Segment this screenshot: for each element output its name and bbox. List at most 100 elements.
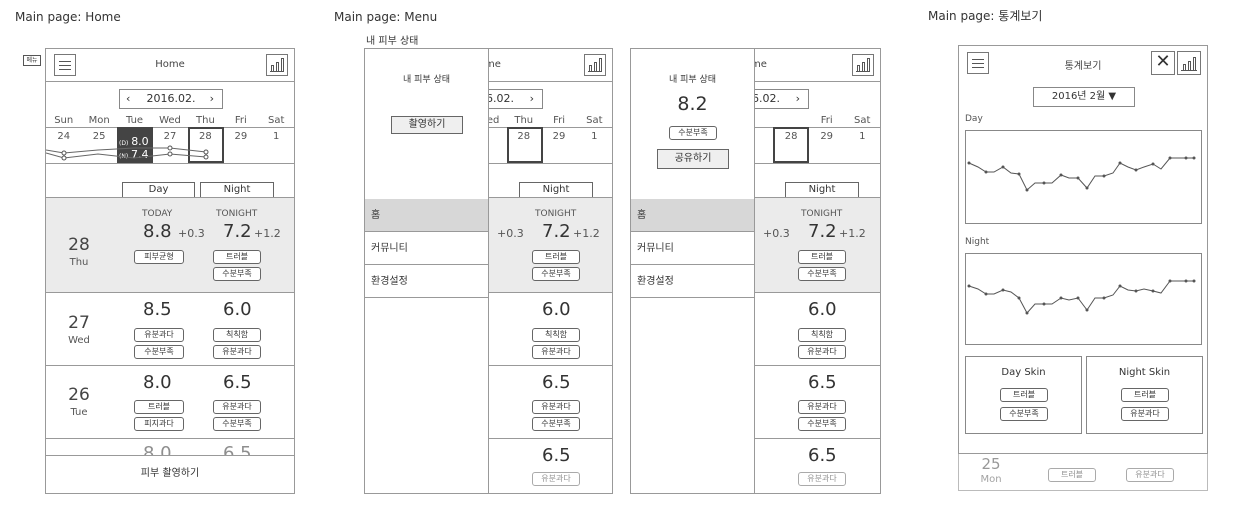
skin-tag[interactable]: 유분과다 — [1126, 468, 1174, 482]
skin-tag[interactable]: 트러블 — [1048, 468, 1096, 482]
drawer-item-community[interactable]: 커뮤니티 — [365, 232, 488, 265]
today-outline — [188, 127, 224, 163]
calendar-day[interactable]: 29 — [552, 131, 566, 142]
calendar-day[interactable]: 1 — [859, 131, 866, 142]
drawer-item-community[interactable]: 커뮤니티 — [631, 232, 754, 265]
skin-tag[interactable]: 트러블 — [1121, 388, 1169, 402]
hamburger-menu-icon[interactable] — [967, 52, 989, 74]
capture-button[interactable]: 촬영하기 — [391, 116, 463, 134]
skin-tag[interactable]: 유분과다 — [1121, 407, 1169, 421]
calendar-day[interactable]: 28 — [517, 131, 531, 142]
skin-tag[interactable]: 수분부족 — [798, 267, 846, 281]
night-toggle[interactable]: Night — [785, 182, 859, 198]
next-month-icon[interactable]: › — [529, 92, 534, 105]
skin-tag[interactable]: 트러블 — [532, 250, 580, 264]
day-toggle[interactable]: Day — [122, 182, 195, 198]
calendar-day[interactable]: 28 — [199, 131, 212, 142]
stats-screen: 통계보기 ✕ 2016년 2월 ▼ Day Night Day Skin 트러블… — [958, 45, 1208, 454]
row-weekday: Wed — [68, 335, 90, 346]
calendar-trend-lines — [46, 145, 209, 161]
skin-tag[interactable]: 트러블 — [1000, 388, 1048, 402]
skin-tag[interactable]: 수분부족 — [798, 417, 846, 431]
skin-tag[interactable]: 유분과다 — [798, 345, 846, 359]
weekday-wed: Wed — [159, 115, 181, 126]
weekday-fri: Fri — [234, 115, 247, 126]
skin-tag[interactable]: 칙칙함 — [213, 328, 261, 342]
calendar-day[interactable]: 1 — [273, 131, 280, 142]
bar-chart-icon[interactable] — [266, 54, 288, 76]
menu-caption: 내 피부 상태 — [366, 36, 419, 47]
skin-tag[interactable]: 유분과다 — [213, 400, 261, 414]
skin-tag[interactable]: 유분과다 — [213, 345, 261, 359]
skin-tag[interactable]: 유분과다 — [798, 472, 846, 486]
day-graph — [965, 130, 1202, 224]
calendar-day[interactable]: 25 — [92, 131, 106, 142]
drawer-title: 내 피부 상태 — [402, 75, 451, 85]
skin-tag[interactable]: 수분부족 — [213, 417, 261, 431]
page-title-peek: me — [751, 59, 767, 70]
calendar-day[interactable]: 29 — [820, 131, 834, 142]
month-dropdown[interactable]: 2016년 2월 ▼ — [1033, 87, 1135, 107]
share-button[interactable]: 공유하기 — [657, 149, 729, 169]
skin-tag[interactable]: 수분부족 — [213, 267, 261, 281]
calendar-day[interactable]: 27 — [163, 131, 177, 142]
skin-tag[interactable]: 수분부족 — [134, 345, 184, 359]
close-icon[interactable]: ✕ — [1151, 51, 1175, 75]
calendar-day[interactable]: 24 — [57, 131, 71, 142]
night-score: 6.0 — [808, 299, 837, 320]
skin-tag[interactable]: 칙칙함 — [798, 328, 846, 342]
drawer-title: 내 피부 상태 — [668, 75, 717, 85]
month-label: 2016.02. — [146, 92, 196, 105]
next-month-icon[interactable]: › — [209, 92, 214, 105]
capture-skin-button[interactable]: 피부 촬영하기 — [46, 455, 294, 493]
skin-tag[interactable]: 칙칙함 — [532, 328, 580, 342]
skin-tag[interactable]: 수분부족 — [669, 126, 717, 140]
weekday-tue: Tue — [126, 115, 144, 126]
today-outline — [773, 127, 809, 163]
calendar-day[interactable]: 28 — [784, 131, 798, 142]
weekday-sat: Sat — [268, 115, 285, 126]
hamburger-menu-icon[interactable] — [54, 54, 76, 76]
prev-month-icon[interactable]: ‹ — [126, 92, 131, 105]
night-graph-label: Night — [965, 237, 990, 247]
skin-tag[interactable]: 수분부족 — [532, 417, 580, 431]
next-month-icon[interactable]: › — [795, 92, 800, 105]
drawer-item-home[interactable]: 홈 — [365, 199, 488, 232]
skin-tag[interactable]: 유분과다 — [532, 345, 580, 359]
night-toggle[interactable]: Night — [519, 182, 593, 198]
night-score: 6.0 — [542, 299, 571, 320]
drawer-item-home[interactable]: 홈 — [631, 199, 754, 232]
skin-tag[interactable]: 수분부족 — [1000, 407, 1048, 421]
menu-screen-scored: me 6.02.› Fri Sat 28 29 1 Night TONIGHT … — [630, 48, 881, 494]
skin-tag[interactable]: 트러블 — [134, 400, 184, 414]
calendar-day[interactable]: 1 — [591, 131, 598, 142]
night-toggle[interactable]: Night — [200, 182, 274, 198]
skin-tag[interactable]: 유분과다 — [532, 472, 580, 486]
calendar-day[interactable]: 29 — [234, 131, 248, 142]
night-score: 6.5 — [223, 372, 252, 393]
bar-chart-icon[interactable] — [852, 54, 874, 76]
bar-chart-icon[interactable] — [584, 54, 606, 76]
bar-chart-icon[interactable] — [1177, 51, 1201, 75]
weekday-row: Sun Mon Tue Wed Thu Fri Sat — [46, 115, 294, 126]
tonight-label: TONIGHT — [535, 209, 577, 219]
drawer-item-settings[interactable]: 환경설정 — [365, 265, 488, 298]
skin-tag[interactable]: 유분과다 — [134, 328, 184, 342]
month-label: 6.02. — [486, 92, 514, 105]
skin-tag[interactable]: 트러블 — [798, 250, 846, 264]
home-section-title: Main page: Home — [15, 10, 121, 24]
day-score: 8.0 — [143, 372, 172, 393]
skin-tag[interactable]: 피지과다 — [134, 417, 184, 431]
row-date: 28 — [68, 235, 90, 255]
day-skin-card: Day Skin 트러블 수분부족 — [965, 356, 1082, 434]
skin-tag[interactable]: 유분과다 — [532, 400, 580, 414]
row-date: 26 — [68, 385, 90, 405]
skin-tag[interactable]: 수분부족 — [532, 267, 580, 281]
skin-tag[interactable]: 유분과다 — [798, 400, 846, 414]
today-day-delta: +0.3 — [763, 227, 790, 240]
menu-section-title: Main page: Menu — [334, 10, 438, 24]
skin-tag[interactable]: 트러블 — [213, 250, 261, 264]
skin-tag[interactable]: 피부균형 — [134, 250, 184, 264]
month-selector[interactable]: ‹ 2016.02. › — [119, 89, 223, 109]
drawer-item-settings[interactable]: 환경설정 — [631, 265, 754, 298]
